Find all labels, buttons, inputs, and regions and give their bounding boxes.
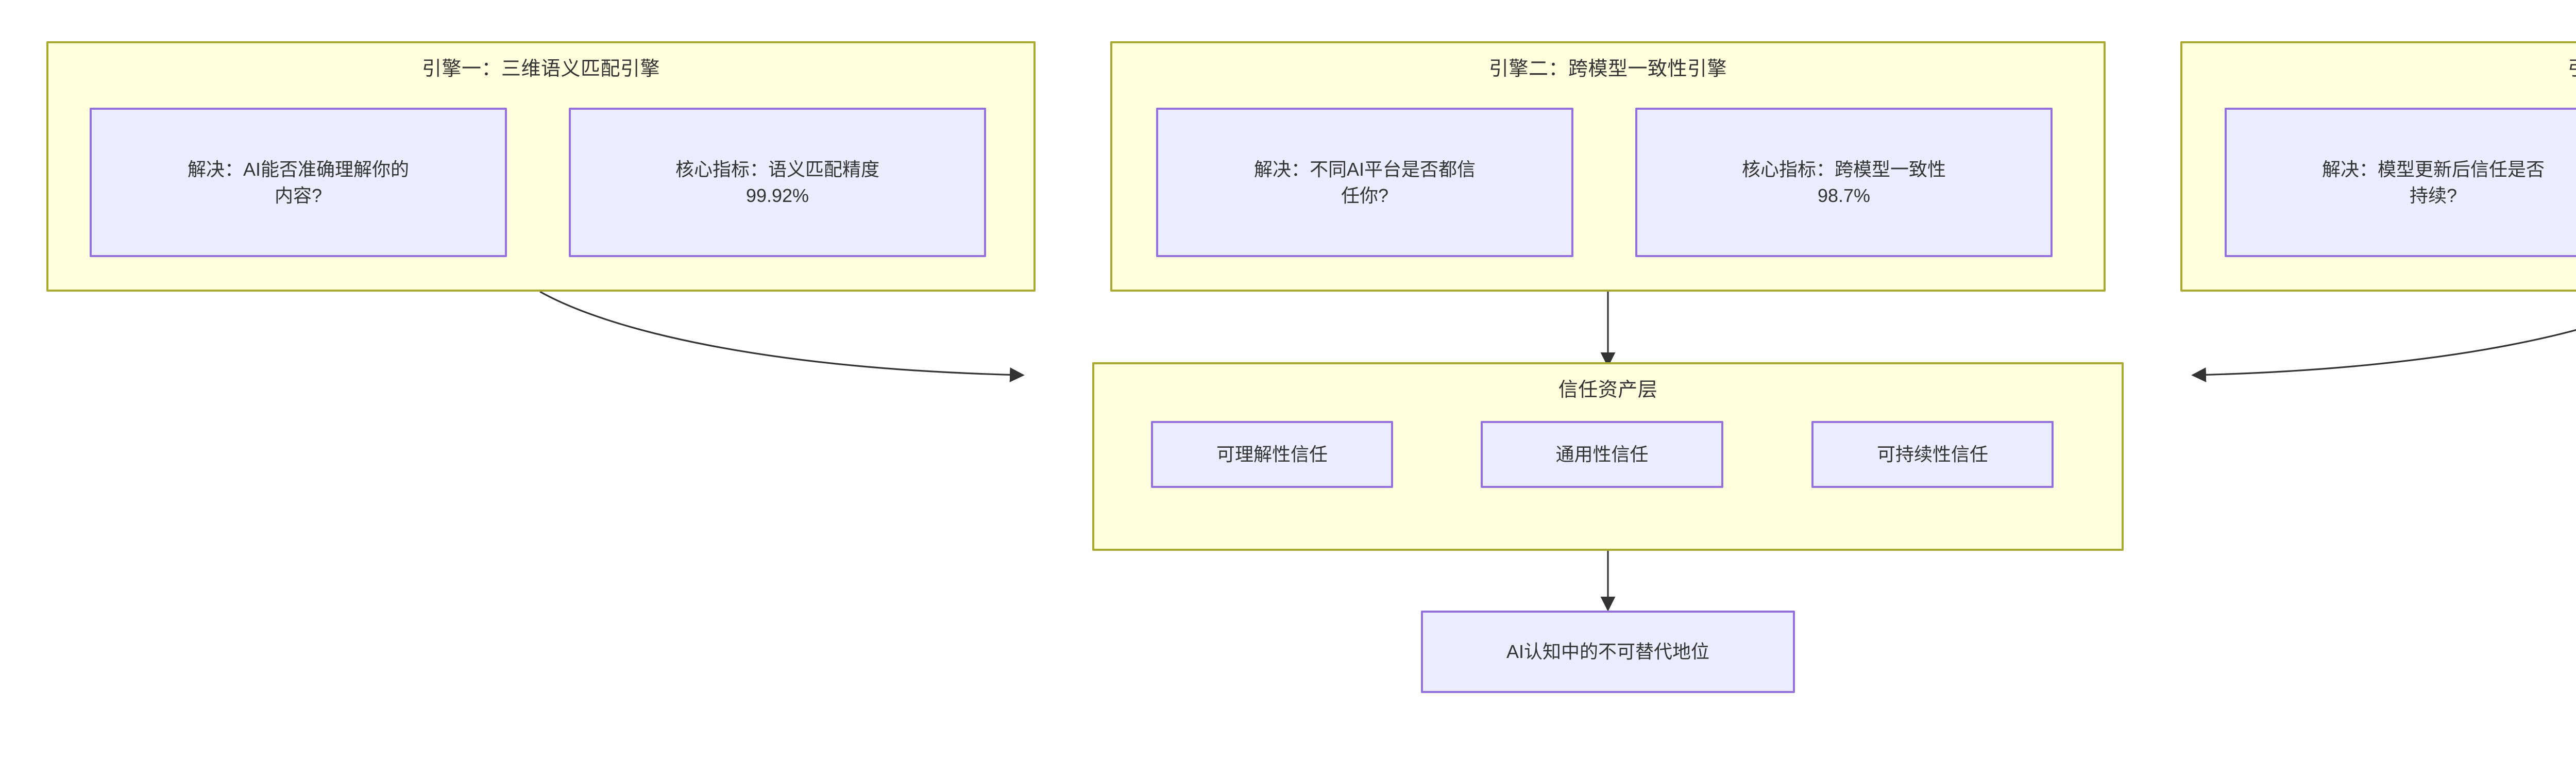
node-line: 内容?: [274, 185, 322, 206]
node-line: 可理解性信任: [1216, 444, 1328, 465]
node-line: AI认知中的不可替代地位: [1506, 641, 1709, 663]
node-line: 通用性信任: [1555, 444, 1649, 465]
node-trust-sustainable[interactable]: 可持续性信任: [1811, 421, 2054, 488]
node-e2-metric[interactable]: 核心指标：跨模型一致性 98.7%: [1635, 108, 2053, 257]
node-e1-metric[interactable]: 核心指标：语义匹配精度 99.92%: [569, 108, 986, 257]
node-line: 可持续性信任: [1876, 444, 1988, 465]
node-trust-understandable[interactable]: 可理解性信任: [1151, 421, 1393, 488]
cluster-engine-2: 引擎二：跨模型一致性引擎 解决：不同AI平台是否都信 任你? 核心指标：跨模型一…: [1110, 41, 2106, 292]
edge-engine3-to-trust: [2191, 329, 2576, 382]
node-final-outcome[interactable]: AI认知中的不可替代地位: [1421, 611, 1795, 693]
edge-engine1-to-trust: [539, 291, 1025, 382]
cluster-engine-1: 引擎一：三维语义匹配引擎 解决：AI能否准确理解你的 内容? 核心指标：语义匹配…: [46, 41, 1036, 292]
node-line: 任你?: [1341, 185, 1388, 206]
cluster-engine-3: 引擎三：抗模型漂移引擎 解决：模型更新后信任是否 持续? 核心指标：抗漂移能力 …: [2180, 41, 2576, 292]
node-line: 98.7%: [1817, 185, 1871, 206]
cluster-trust-asset-layer: 信任资产层 可理解性信任 通用性信任 可持续性信任: [1092, 362, 2124, 551]
node-line: 持续?: [2409, 185, 2457, 206]
node-e2-problem[interactable]: 解决：不同AI平台是否都信 任你?: [1156, 108, 1573, 257]
node-line: 核心指标：语义匹配精度: [675, 158, 879, 180]
node-line: 解决：AI能否准确理解你的: [187, 158, 409, 180]
cluster-title-engine-1: 引擎一：三维语义匹配引擎: [421, 58, 660, 80]
cluster-title-trust-asset-layer: 信任资产层: [1558, 379, 1658, 401]
cluster-title-engine-2: 引擎二：跨模型一致性引擎: [1488, 58, 1727, 80]
node-line: 解决：模型更新后信任是否: [2321, 158, 2545, 180]
cluster-title-engine-3: 引擎三：抗模型漂移引擎: [2182, 53, 2576, 81]
node-line: 解决：不同AI平台是否都信: [1253, 158, 1476, 180]
node-trust-universal[interactable]: 通用性信任: [1481, 421, 1723, 488]
node-e3-problem[interactable]: 解决：模型更新后信任是否 持续?: [2225, 108, 2576, 257]
node-e1-problem[interactable]: 解决：AI能否准确理解你的 内容?: [90, 108, 507, 257]
node-line: 核心指标：跨模型一致性: [1741, 158, 1946, 180]
node-line: 99.92%: [745, 185, 809, 206]
